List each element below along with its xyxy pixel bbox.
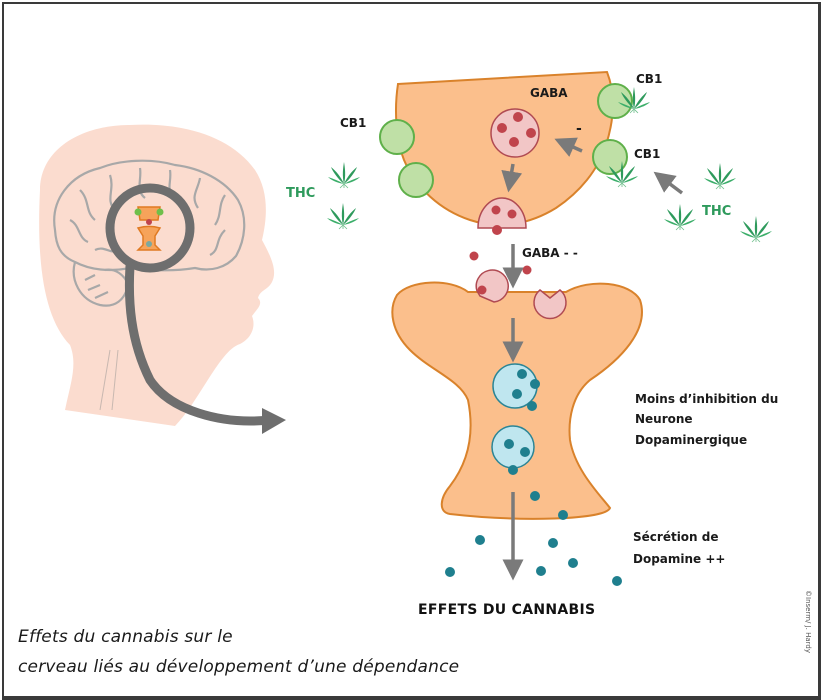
gaba-vesicle xyxy=(490,108,540,158)
cannabis-leaf-icon xyxy=(739,215,773,243)
gaba-receptor xyxy=(533,289,567,320)
thc-arrow-icon xyxy=(653,171,684,195)
brain-icon xyxy=(53,159,246,307)
gaba-molecule xyxy=(522,265,532,275)
cannabis-leaf-icon xyxy=(327,161,361,189)
gaba-receptor xyxy=(475,269,509,303)
thc-label-right: THC xyxy=(702,204,732,219)
inhibition-text-line1: Moins d’inhibition du xyxy=(635,392,779,406)
cannabis-leaf-icon xyxy=(703,162,737,190)
cb1-inhibit-arrow-icon xyxy=(554,137,583,157)
gaba-decrease-label: GABA - - xyxy=(522,246,578,260)
image-credit: ©Inserm/ J. Hardy xyxy=(804,590,812,654)
head-profile-icon xyxy=(39,124,275,426)
cannabis-leaf-icon xyxy=(326,202,360,230)
caption-line2: cerveau liés au développement d’une dépe… xyxy=(18,657,460,677)
gaba-vesicle-releasing xyxy=(477,197,527,235)
secretion-text-line1: Sécrétion de xyxy=(633,530,719,544)
dopamine-vesicle xyxy=(491,425,535,475)
secretion-text-line2: Dopamine ++ xyxy=(633,552,726,566)
cb1-receptor xyxy=(597,83,633,119)
gaba-label: GABA xyxy=(530,86,568,100)
cb1-receptor xyxy=(592,139,628,175)
cannabis-leaf-icon xyxy=(663,203,697,231)
inhibition-text-line2: Neurone xyxy=(635,412,693,426)
thc-label-left: THC xyxy=(286,186,316,201)
magnifier-icon xyxy=(105,183,286,434)
cb1-label-mid-right: CB1 xyxy=(634,147,661,161)
mini-synapse-icon xyxy=(134,206,164,251)
inhibition-sign: - xyxy=(576,121,582,137)
cb1-label-top-right: CB1 xyxy=(636,72,663,86)
cb1-label-left: CB1 xyxy=(340,116,367,130)
cb1-receptor xyxy=(379,119,415,155)
cb1-receptor xyxy=(398,162,434,198)
gaba-molecule xyxy=(469,251,479,261)
head-arrow-icon xyxy=(262,408,286,434)
caption-line1: Effets du cannabis sur le xyxy=(18,627,233,647)
inhibition-text-line3: Dopaminergique xyxy=(635,433,748,447)
dopamine-vesicle xyxy=(492,363,540,411)
vesicle-arrow-icon xyxy=(501,163,523,193)
diagram-title: EFFETS DU CANNABIS xyxy=(418,602,596,618)
dopamine-molecules xyxy=(445,491,622,586)
